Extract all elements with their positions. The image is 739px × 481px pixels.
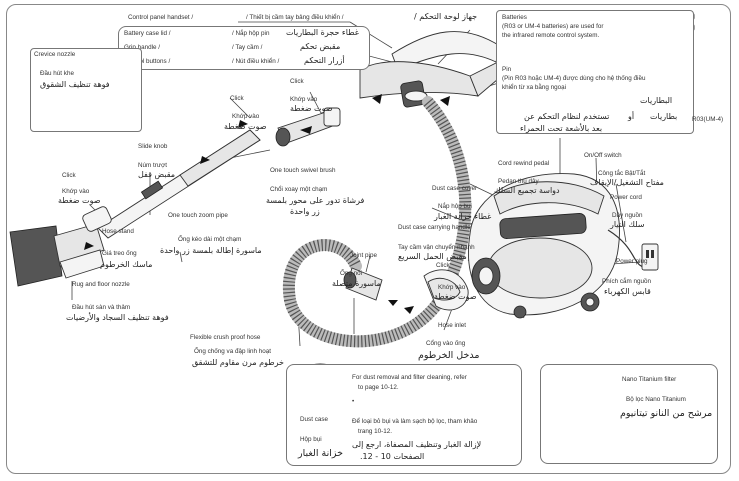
dust-bullet-1: For dust removal and filter cleaning, re… bbox=[352, 374, 467, 382]
on-off-ar: مفتاح التشغيل/الإيقاف bbox=[590, 178, 664, 187]
rug-floor-label: Rug and floor nozzle bbox=[72, 281, 130, 289]
crevice-nozzle-vi: Đầu hút khe bbox=[40, 70, 74, 78]
click-body-label: Click bbox=[436, 262, 450, 270]
batteries-title: Batteries bbox=[502, 14, 527, 22]
hose-inlet-ar: مدخل الخرطوم bbox=[418, 350, 479, 361]
swivel-brush-ar-2: زر واحدة bbox=[290, 207, 320, 216]
on-off-label: On/Off switch bbox=[584, 152, 622, 160]
batteries-ar-or: أو bbox=[628, 112, 634, 121]
carrying-handle-vi: Tay cầm vận chuyển nhanh bbox=[398, 244, 475, 252]
filter-vi: Bộ lọc Nano Titanium bbox=[626, 396, 686, 404]
dust-case-cover-vi: Nắp hộp bụi bbox=[438, 203, 472, 211]
battery-model-code: R03(UM-4) bbox=[692, 116, 723, 124]
batteries-text-2: the infrared remote control system. bbox=[502, 32, 599, 40]
joint-pipe-label: Joint pipe bbox=[350, 252, 377, 260]
click-hose-ar: صوت ضغطة bbox=[290, 104, 333, 113]
click-pipe-vi: Khớp vào bbox=[62, 188, 89, 196]
batteries-ar-text-2: بعد بالأشعة تحت الحمراء bbox=[520, 124, 602, 133]
click-pipe-ar: صوت ضغطة bbox=[58, 196, 101, 205]
pin-title: Pin bbox=[502, 66, 511, 74]
dust-bullet-2b: trang 10-12. bbox=[358, 428, 392, 436]
swivel-brush-label: One touch swivel brush bbox=[270, 167, 335, 175]
flexible-hose-vi: Ống chống va đập linh hoạt bbox=[194, 348, 271, 356]
click-brush-label: Click bbox=[230, 95, 244, 103]
batteries-text-1: (R03 or UM-4 batteries) are used for bbox=[502, 23, 604, 31]
filter-ar: مرشح من النانو تيتانيوم bbox=[620, 408, 712, 419]
rug-floor-vi: Đầu hút sàn và thảm bbox=[72, 304, 130, 312]
crevice-nozzle-ar: فوهة تنظيف الشقوق bbox=[40, 80, 110, 89]
dust-bullet-2: Để loại bỏ bụi và làm sạch bộ lọc, tham … bbox=[352, 418, 477, 426]
carrying-handle-ar: مقبض الحمل السريع bbox=[398, 252, 467, 261]
carrying-handle-label: Dust case carrying handle bbox=[398, 224, 471, 232]
slide-knob-label: Slide knob bbox=[138, 143, 167, 151]
click-body-vi: Khớp vào bbox=[438, 284, 465, 292]
power-cord-label: Power cord bbox=[610, 194, 642, 202]
dust-case-cover-ar: غطاء خزانة الغبار bbox=[434, 212, 491, 221]
swivel-brush-vi: Chổi xoay một chạm bbox=[270, 186, 327, 194]
click-hose-label: Click bbox=[290, 78, 304, 86]
click-hose-vi: Khớp vào bbox=[290, 96, 317, 104]
pin-text-2: khiển từ xa bằng ngoại bbox=[502, 84, 566, 92]
pin-text-1: (Pin R03 hoặc UM-4) được dùng cho hệ thố… bbox=[502, 75, 645, 83]
power-plug-label: Power plug bbox=[616, 258, 648, 266]
battery-lid-label-vi: / Nắp hộp pin bbox=[232, 30, 269, 38]
click-brush-vi: Khớp vào bbox=[232, 113, 259, 121]
hose-inlet-vi: Cổng vào ống bbox=[426, 340, 465, 348]
zoom-pipe-ar: ماسورة إطالة بلمسة زر واحدة bbox=[160, 246, 262, 255]
dust-case-label: Dust case bbox=[300, 416, 328, 424]
grip-handle-label-ar: مقبض تحكم bbox=[300, 42, 340, 51]
control-buttons-label-ar: أزرار التحكم bbox=[304, 56, 345, 65]
battery-lid-label: Battery case lid / bbox=[124, 30, 171, 38]
on-off-vi: Công tắc Bật/Tắt bbox=[598, 170, 645, 178]
cord-rewind-ar: دواسة تجميع السلك bbox=[494, 186, 560, 195]
grip-handle-label-vi: / Tay cầm / bbox=[232, 44, 262, 52]
flexible-hose-label: Flexible crush proof hose bbox=[190, 334, 260, 342]
joint-pipe-vi: Ống nối bbox=[340, 270, 362, 278]
zoom-pipe-art bbox=[98, 130, 260, 238]
control-panel-label: Control panel handset / bbox=[128, 14, 193, 22]
hose-inlet-label: Hose inlet bbox=[438, 322, 466, 330]
control-buttons-label-vi: / Nút điều khiển / bbox=[232, 58, 279, 66]
batteries-ar-word: بطاريات bbox=[650, 112, 677, 121]
battery-lid-label-ar: غطاء حجرة البطاريات bbox=[286, 28, 359, 37]
cord-rewind-vi: Pedan thu dây bbox=[498, 178, 539, 186]
dust-case-cover-label: Dust case cover bbox=[432, 185, 477, 193]
joint-pipe-ar: ماسورة متصلة bbox=[332, 279, 381, 288]
control-panel-label-ar: جهاز لوحة التحكم / bbox=[414, 12, 477, 21]
dust-bullet-dot: • bbox=[352, 398, 354, 406]
control-panel-label-vi: / Thiết bị cầm tay bảng điều khiển / bbox=[246, 14, 344, 22]
click-pipe-label: Click bbox=[62, 172, 76, 180]
rug-floor-ar: فوهة تنظيف السجاد والأرضيات bbox=[66, 313, 169, 322]
crevice-nozzle-box bbox=[30, 48, 142, 132]
zoom-pipe-vi: Ống kéo dài một chạm bbox=[178, 236, 241, 244]
slide-knob-ar: مقبض قفل bbox=[138, 170, 175, 179]
dust-case-vi: Hộp bụi bbox=[300, 436, 322, 444]
flexible-hose-ar: خرطوم مرن مقاوم للتشقق bbox=[192, 358, 284, 367]
slide-knob-vi: Núm trượt bbox=[138, 162, 167, 170]
click-brush-ar: صوت ضغطة bbox=[224, 122, 267, 131]
handset-art bbox=[360, 32, 504, 108]
batteries-ar-title: البطاريات bbox=[640, 96, 672, 105]
dust-case-ar: خزانة الغبار bbox=[298, 448, 343, 459]
hose-stand-ar: ماسك الخرطوم bbox=[100, 260, 152, 269]
batteries-ar-text-1: تستخدم لنظام التحكم عن bbox=[524, 112, 609, 121]
cord-rewind-label: Cord rewind pedal bbox=[498, 160, 549, 168]
floor-nozzle-art bbox=[10, 205, 113, 286]
filter-title: Nano Titanium filter bbox=[622, 376, 676, 384]
swivel-brush-art bbox=[276, 108, 340, 146]
power-cord-ar: سلك التيار bbox=[610, 220, 644, 229]
dust-bullet-3b: الصفحات 10 - 12. bbox=[360, 452, 424, 461]
hose-stand-label: Hose stand bbox=[102, 228, 134, 236]
dust-bullet-1b: to page 10-12. bbox=[358, 384, 399, 392]
power-plug-ar: قابس الكهرباء bbox=[604, 287, 651, 296]
swivel-brush-ar-1: فرشاة تدور على محور بلمسة bbox=[266, 196, 364, 205]
dust-bullet-3a: لإزالة الغبار وتنظيف المصفاة، ارجع إلى bbox=[352, 440, 481, 449]
power-cord-vi: Dây nguồn bbox=[612, 212, 642, 220]
click-body-ar: صوت ضغطة bbox=[434, 292, 477, 301]
hose-stand-vi: Giá treo ống bbox=[102, 250, 137, 258]
power-plug-vi: Phích cắm nguồn bbox=[602, 278, 651, 286]
zoom-pipe-label: One touch zoom pipe bbox=[168, 212, 228, 220]
crevice-nozzle-title: Crevice nozzle bbox=[34, 51, 75, 59]
